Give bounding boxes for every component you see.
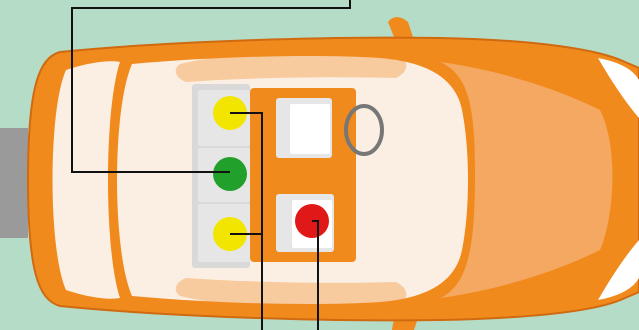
- hood: [440, 62, 613, 298]
- steering-wheel: [344, 104, 384, 156]
- bottom-roof-panel: [175, 278, 407, 309]
- leader-line-top: [71, 0, 351, 173]
- top-roof-panel: [175, 51, 407, 82]
- leader-line-front-right: [312, 220, 319, 330]
- left-side-mirror: [388, 17, 414, 42]
- front-left-seat-cushion: [290, 104, 330, 154]
- road-strip: [0, 128, 28, 238]
- leader-line-rear-left: [230, 112, 263, 330]
- headlight-bottom: [598, 240, 639, 300]
- rear-window: [52, 61, 120, 299]
- headlight-top: [598, 58, 639, 118]
- rear-center-occupancy-indicator: [213, 157, 247, 191]
